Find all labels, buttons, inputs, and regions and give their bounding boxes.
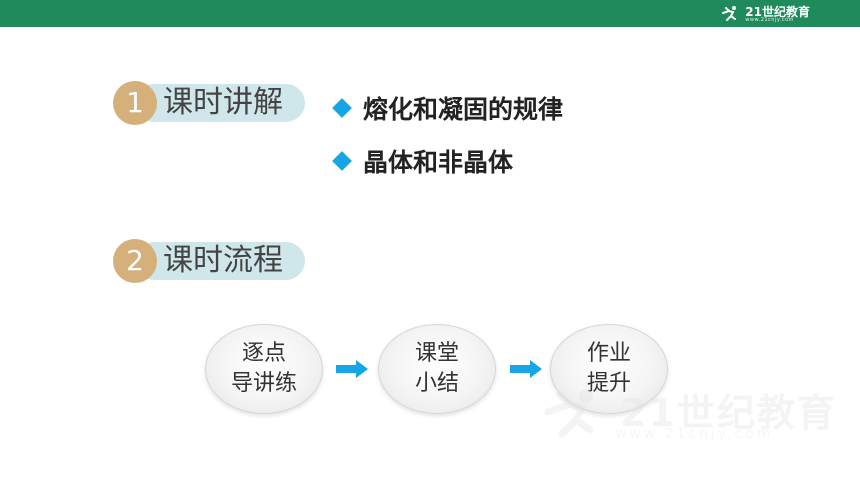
process-flow: 逐点 导讲练 课堂 小结 作业 提升 — [205, 324, 675, 414]
flow-step-homework[interactable]: 作业 提升 — [550, 324, 668, 414]
site-logo[interactable]: 21世纪教育 www.21cnjy.com — [719, 4, 810, 24]
runner-logo-icon — [722, 6, 737, 21]
flow-step-line: 导讲练 — [230, 371, 297, 396]
section-lesson-process: 2 课时流程 — [113, 239, 305, 283]
flow-step-line: 作业 — [586, 341, 631, 366]
section-number: 2 — [113, 239, 157, 283]
topic-list: 熔化和凝固的规律 晶体和非晶体 — [332, 88, 563, 194]
right-arrow-icon — [336, 360, 368, 378]
topic-label: 熔化和凝固的规律 — [363, 95, 564, 124]
topic-label: 晶体和非晶体 — [363, 148, 514, 177]
section-title: 课时讲解 — [163, 85, 283, 120]
section-pill — [135, 242, 305, 280]
header-bar: 21世纪教育 www.21cnjy.com — [0, 0, 860, 27]
logo-url: www.21cnjy.com — [745, 16, 794, 23]
flow-step-line: 小结 — [414, 371, 459, 396]
right-arrow-icon — [510, 360, 542, 378]
section-pill — [135, 84, 305, 122]
flow-step-line: 课堂 — [414, 341, 459, 366]
section-lesson-explanation: 1 课时讲解 — [113, 81, 305, 125]
flow-step-summary[interactable]: 课堂 小结 — [378, 324, 496, 414]
diamond-bullet-icon — [332, 151, 352, 171]
flow-step-line: 逐点 — [241, 341, 286, 366]
logo-title: 21世纪教育 — [745, 4, 810, 19]
section-title: 课时流程 — [163, 243, 283, 278]
section-number: 1 — [113, 81, 157, 125]
topic-item[interactable]: 晶体和非晶体 — [332, 141, 563, 181]
flow-step-practice[interactable]: 逐点 导讲练 — [205, 324, 323, 414]
watermark-url: www.21cnjy.com — [615, 426, 774, 442]
diamond-bullet-icon — [332, 98, 352, 118]
topic-item[interactable]: 熔化和凝固的规律 — [332, 88, 563, 128]
flow-step-line: 提升 — [586, 371, 631, 396]
logo-text-block: 21世纪教育 www.21cnjy.com — [745, 6, 810, 23]
